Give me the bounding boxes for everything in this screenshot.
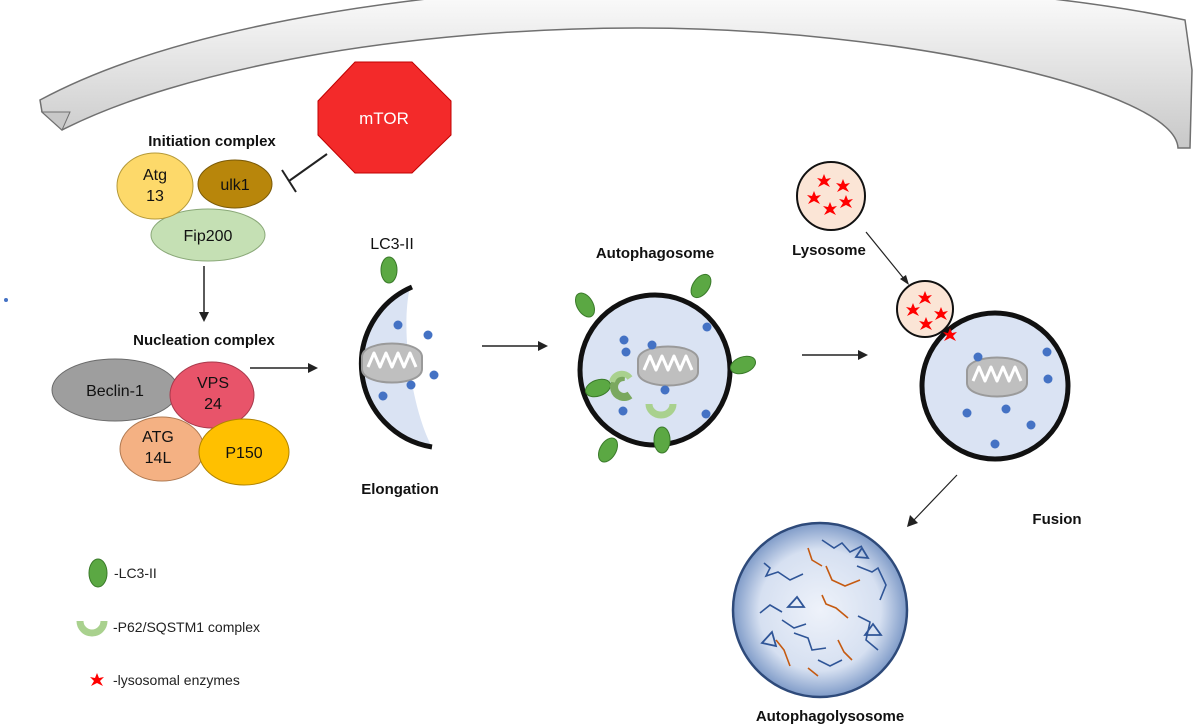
atg13-label-line1: Atg	[143, 167, 167, 184]
initiation-complex-title: Initiation complex	[148, 133, 276, 150]
cargo-dot	[618, 406, 628, 416]
lc3-ii-marker	[690, 273, 712, 299]
lc3-ii-marker	[575, 292, 595, 318]
p62-receptor	[645, 403, 677, 419]
arrowhead	[900, 275, 909, 285]
mtor-stop-sign	[317, 61, 452, 174]
cargo-dot	[647, 340, 657, 350]
mtor-label: mTOR	[359, 109, 409, 128]
arrowhead	[308, 363, 318, 373]
degraded-triangle	[863, 622, 883, 636]
legend-lc3-icon	[88, 558, 108, 588]
autophagosome-label: Autophagosome	[596, 245, 714, 262]
atg14l-protein	[119, 416, 205, 482]
cargo-dot	[660, 385, 670, 395]
feedback-arc	[39, 0, 1193, 149]
atg14l-label-line1: ATG	[142, 429, 174, 446]
arrowhead	[858, 350, 868, 360]
legend-p62-text: -P62/SQSTM1 complex	[113, 619, 260, 635]
vps24-label-line1: VPS	[197, 375, 229, 392]
elongation-label: Elongation	[361, 481, 439, 498]
nucleation-complex-title: Nucleation complex	[133, 332, 275, 349]
fip200-label: Fip200	[184, 228, 233, 245]
fip200-protein	[150, 208, 266, 262]
cargo-dot	[962, 408, 972, 418]
autophagolysosome	[731, 521, 909, 699]
cargo-dot	[393, 320, 403, 330]
lc3-ii-on-phagophore	[380, 256, 398, 284]
lc3-ii-marker	[598, 437, 618, 463]
stray-dot	[4, 298, 8, 302]
atg13-label-line2: 13	[146, 188, 164, 205]
cargo-dot	[1001, 404, 1011, 414]
arrowhead	[907, 515, 918, 527]
arrowhead	[199, 312, 209, 322]
lysosome	[796, 161, 866, 231]
cargo-dot	[973, 352, 983, 362]
mitochondrion	[636, 345, 700, 387]
mitochondrion	[965, 356, 1029, 398]
inhibition-line	[288, 153, 328, 182]
arc-arrowhead	[40, 111, 71, 131]
cargo-dot	[429, 370, 439, 380]
arrowhead	[538, 341, 548, 351]
cargo-dot	[378, 391, 388, 401]
arrow-to-autophagolysosome	[912, 474, 958, 522]
cargo-dot	[990, 439, 1000, 449]
fusing-lysosome	[896, 280, 954, 338]
fusion-label: Fusion	[1032, 511, 1081, 528]
cargo-dot	[701, 409, 711, 419]
cargo-dot	[619, 335, 629, 345]
legend: -LC3-II -P62/SQSTM1 complex -lysosomal e…	[76, 558, 260, 688]
cargo-dot	[621, 347, 631, 357]
arrow-lysosome-to-fusion	[865, 231, 906, 281]
legend-enzyme-icon	[90, 673, 104, 686]
phagophore-membrane	[358, 284, 433, 450]
degraded-triangle	[760, 630, 778, 648]
p150-label: P150	[225, 445, 262, 462]
atg14l-label-line2: 14L	[145, 450, 172, 467]
lc3-ii-marker	[653, 426, 671, 454]
cargo-dot	[702, 322, 712, 332]
cargo-dot	[406, 380, 416, 390]
lc3-ii-marker	[584, 378, 612, 398]
p62-receptor	[609, 370, 633, 383]
ulk1-label: ulk1	[220, 177, 249, 194]
legend-lc3-text: -LC3-II	[114, 565, 157, 581]
cargo-dot	[423, 330, 433, 340]
lc3-ii-marker	[729, 355, 757, 375]
ulk1-protein	[197, 159, 273, 209]
cargo-dot	[1026, 420, 1036, 430]
vps24-label-line2: 24	[204, 396, 222, 413]
atg13-protein	[116, 152, 194, 220]
autophagolysosome-label: Autophagolysosome	[756, 708, 904, 725]
lc3-label: LC3-II	[370, 236, 414, 253]
inhibition-bar	[281, 169, 297, 193]
degraded-triangle	[854, 546, 870, 560]
legend-enzyme-text: -lysosomal enzymes	[113, 672, 240, 688]
vps24-protein	[169, 361, 255, 429]
mitochondrion	[360, 342, 424, 384]
beclin-label: Beclin-1	[86, 383, 144, 400]
cargo-dot	[1042, 347, 1052, 357]
cargo-dot	[1043, 374, 1053, 384]
p62-receptor	[610, 372, 633, 401]
p150-protein	[198, 418, 290, 486]
degraded-triangle	[785, 595, 806, 608]
legend-p62-icon	[76, 620, 108, 637]
lysosome-label: Lysosome	[792, 242, 866, 259]
